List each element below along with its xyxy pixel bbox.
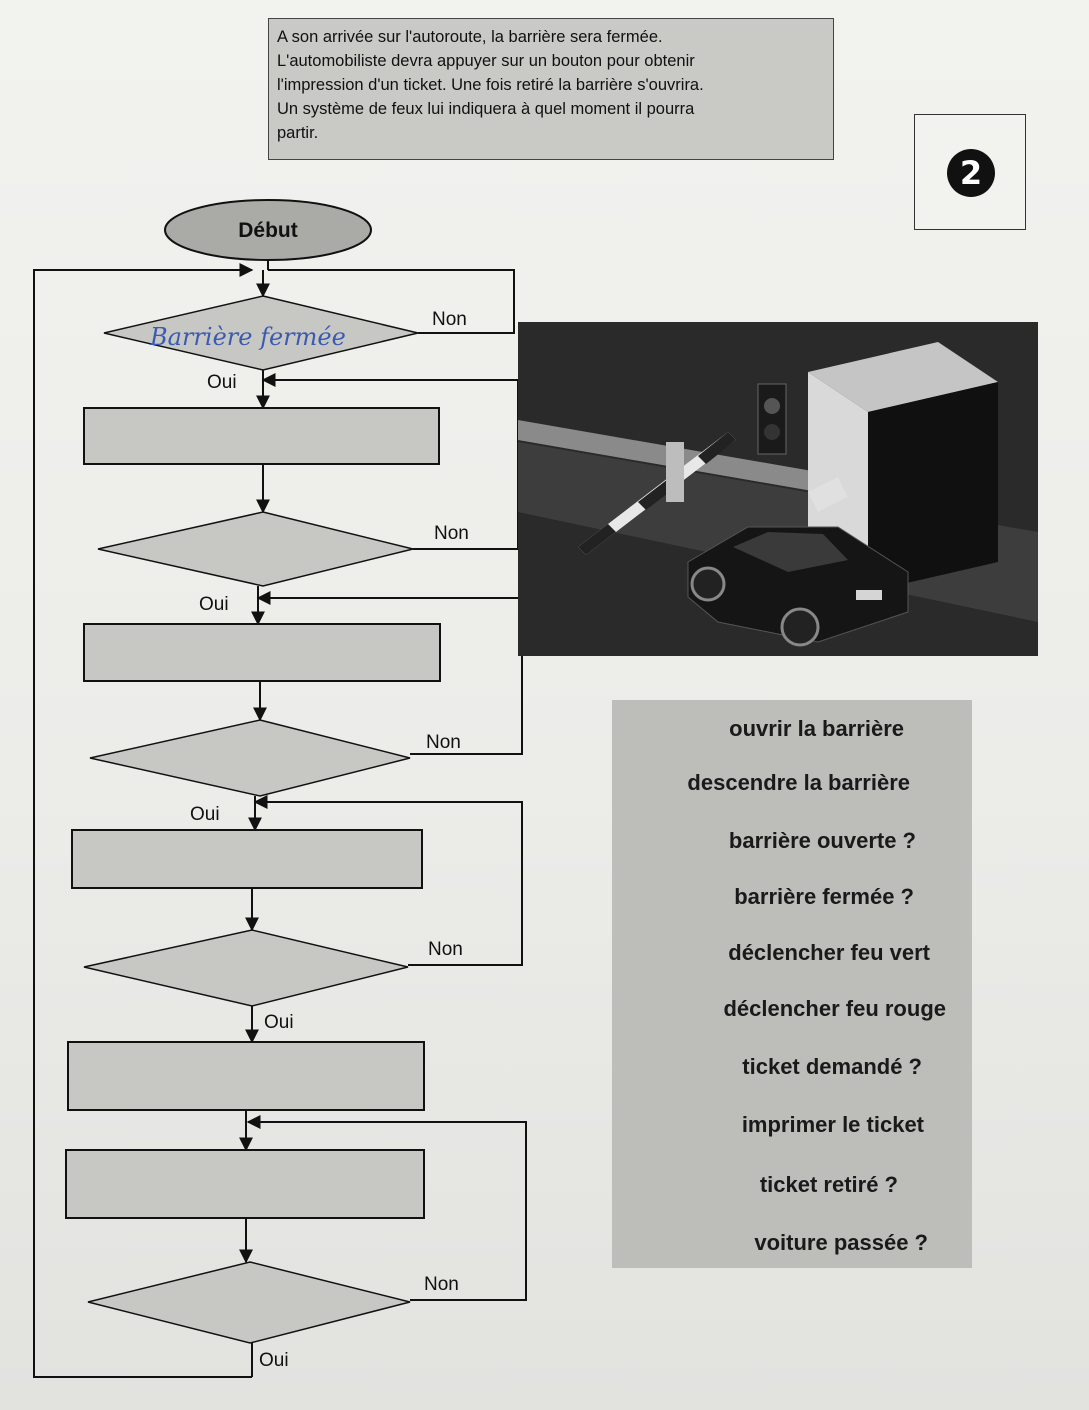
decision-3-no: Non [426,732,461,753]
label-ouvrir-barriere: ouvrir la barrière [729,716,904,741]
intro-line: L'automobiliste devra appuyer sur un bou… [277,52,695,70]
decision-1-yes: Oui [207,372,237,393]
label-voiture-passee: voiture passée ? [754,1230,928,1255]
label-descendre-barriere: descendre la barrière [687,770,910,795]
label-barriere-fermee: barrière fermée ? [734,884,914,909]
decision-3 [89,719,411,797]
label-feu-rouge: déclencher feu rouge [723,996,946,1021]
intro-line: Un système de feux lui indiquera à quel … [277,100,695,118]
handwritten-barriere-fermee: Barrière fermée [149,323,346,351]
labels-panel: ouvrir la barrière descendre la barrière… [612,700,972,1268]
barrier-car-drawing [518,322,1038,656]
decision-5 [87,1261,411,1344]
process-box-5 [65,1149,425,1219]
label-barriere-ouverte: barrière ouverte ? [728,828,916,853]
label-ticket-demande: ticket demandé ? [742,1054,922,1079]
decision-1-no-loop [268,269,515,334]
decision-5-no: Non [424,1274,459,1295]
process-box-2 [83,623,441,682]
exercise-number-box: 2 [914,114,1026,230]
process-box-1 [83,407,440,465]
process-box-3 [71,829,423,889]
decision-2 [97,511,414,587]
decision-3-yes: Oui [190,804,220,825]
decision-4-yes: Oui [264,1012,294,1033]
barrier-car-illustration [518,322,1038,656]
decision-2-no: Non [434,523,469,544]
decision-5-yes: Oui [259,1350,289,1371]
decision-4-no: Non [428,939,463,960]
decision-2-yes: Oui [199,594,229,615]
decision-1-no: Non [432,309,467,330]
outer-loop-line [33,263,254,1378]
label-feu-vert: déclencher feu vert [728,940,930,965]
exercise-number-badge: 2 [947,149,995,197]
intro-line: l'impression d'un ticket. Une fois retir… [277,76,704,94]
process-box-4 [67,1041,425,1111]
label-ticket-retire: ticket retiré ? [759,1172,898,1197]
decision-3-no-loop [256,591,523,755]
decision-5-no-loop [246,1115,527,1301]
intro-line: partir. [277,124,319,142]
decision-4-no-loop [253,795,523,966]
decision-4 [83,929,409,1007]
intro-text-box: A son arrivée sur l'autoroute, la barriè… [268,18,834,160]
start-label: Début [238,219,298,242]
intro-line: A son arrivée sur l'autoroute, la barriè… [277,28,663,46]
label-imprimer-ticket: imprimer le ticket [741,1112,924,1137]
